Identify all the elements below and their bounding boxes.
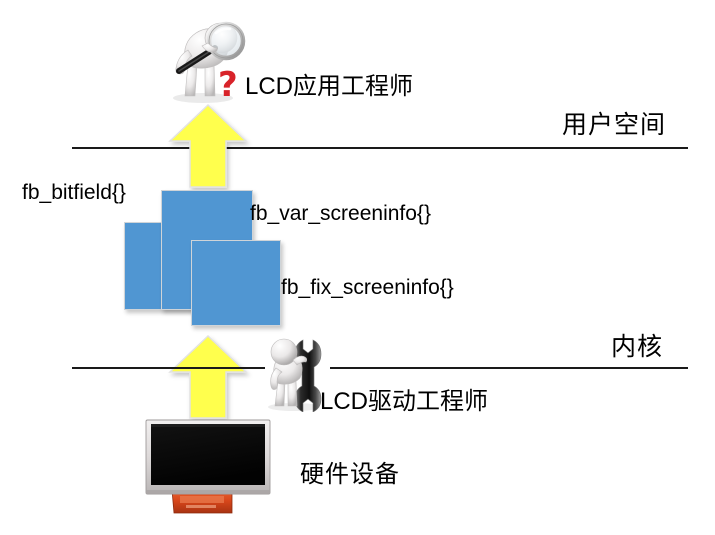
lcd-panel-icon (140, 418, 276, 516)
app-engineer-label: LCD应用工程师 (245, 73, 414, 100)
hardware-to-kernel-arrow (162, 334, 254, 420)
kernel-label: 内核 (611, 333, 664, 361)
kernel-to-user-arrow (162, 103, 254, 189)
driver-engineer-label: LCD驱动工程师 (320, 388, 489, 415)
kernel-divider-left (72, 367, 265, 369)
fb-bitfield-label: fb_bitfield{} (22, 181, 126, 204)
person-with-wrench-icon (258, 334, 336, 412)
user-space-label: 用户空间 (562, 111, 667, 139)
question-mark-badge: ? (218, 65, 238, 105)
user-space-divider (72, 147, 688, 149)
fb-var-screeninfo-label: fb_var_screeninfo{} (250, 202, 431, 225)
kernel-divider-right (330, 367, 688, 369)
hardware-device-label: 硬件设备 (300, 461, 400, 488)
struct-box-fb-fix-screeninfo (191, 240, 281, 326)
person-with-magnifier-icon (158, 12, 254, 104)
fb-fix-screeninfo-label: fb_fix_screeninfo{} (281, 276, 454, 299)
